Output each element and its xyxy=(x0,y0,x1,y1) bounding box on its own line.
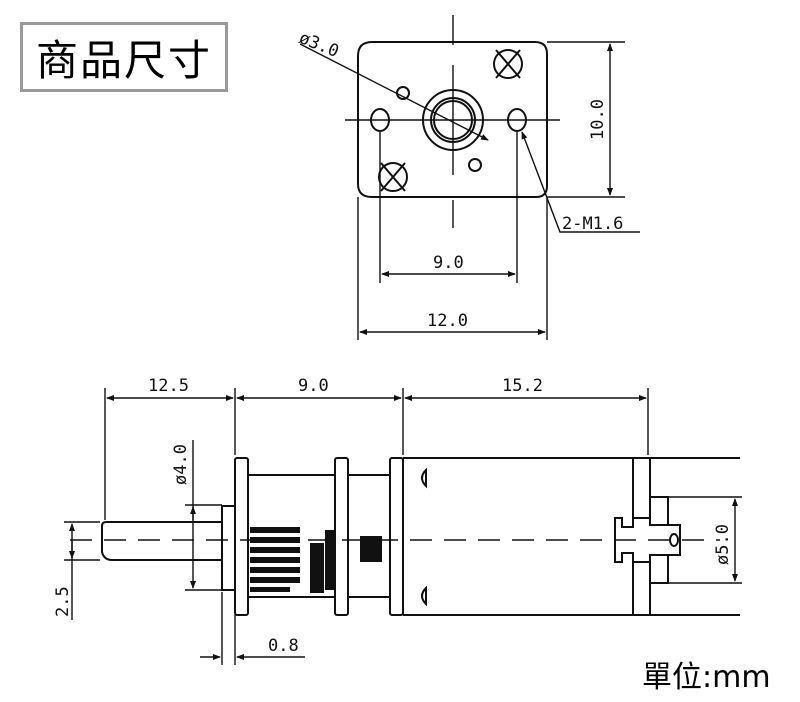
mounting-holes-label: 2-M1.6 xyxy=(562,214,623,234)
crossed-circle-icon xyxy=(493,49,523,79)
collar-thickness-label: 0.8 xyxy=(268,636,299,656)
page-title: 商品尺寸 xyxy=(20,22,228,92)
hole-spacing-label: 9.0 xyxy=(433,253,464,273)
mount-hole-right xyxy=(507,108,527,132)
gearbox-length-label: 9.0 xyxy=(298,376,329,396)
unit-label: 單位:mm xyxy=(642,660,771,695)
flange-rear xyxy=(389,457,404,616)
shaft-boss xyxy=(422,89,484,151)
height-label: 10.0 xyxy=(588,99,608,140)
shaft-inner xyxy=(433,100,473,140)
shaft xyxy=(430,97,476,143)
shaft-diameter-label: ø3.0 xyxy=(296,28,341,62)
gearbox-plate xyxy=(357,41,548,198)
mount-hole-left xyxy=(370,108,390,132)
crossed-circle-icon xyxy=(378,162,408,192)
shaft-collar xyxy=(221,505,236,591)
width-label: 12.0 xyxy=(427,311,468,331)
gear-teeth xyxy=(250,527,382,593)
vent-notch xyxy=(421,585,427,607)
shaft-length-label: 12.5 xyxy=(148,376,189,396)
flange-front xyxy=(234,457,249,616)
front-view: ø3.0 10.0 9.0 12.0 2-M1.6 xyxy=(296,15,640,340)
side-view: 12.5 9.0 15.2 xyxy=(53,376,742,665)
vent-notch xyxy=(421,467,427,489)
leader-line xyxy=(521,131,640,233)
collar-diameter-label: ø4.0 xyxy=(171,444,191,485)
flange-middle xyxy=(334,457,349,616)
leader-line xyxy=(299,43,489,141)
shaft-flat-label: 2.5 xyxy=(53,586,73,617)
end-boss-diameter-label: ø5.0 xyxy=(713,524,733,565)
motor-length-label: 15.2 xyxy=(502,376,543,396)
output-shaft xyxy=(101,521,222,561)
motor-terminal xyxy=(614,517,681,563)
small-hole xyxy=(468,158,482,172)
